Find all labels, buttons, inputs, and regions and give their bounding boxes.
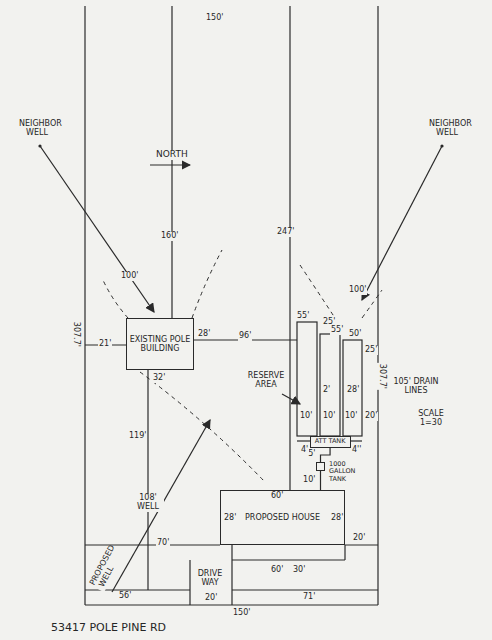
dimension-label: 53417 POLE PINE RD (50, 622, 167, 634)
dimension-label: 25' (364, 346, 378, 355)
node-label: 1000 GALLON TANK (329, 461, 363, 483)
dimension-label: 105' DRAIN LINES (390, 378, 442, 396)
dimension-label: 4'' (351, 446, 363, 455)
dimension-label: SCALE 1=30 (412, 410, 450, 428)
pipe-line (321, 448, 331, 462)
dimension-label: 28' (346, 386, 360, 395)
pipe-line (320, 471, 321, 490)
dimension-label: NORTH (155, 150, 189, 160)
dimension-label: NEIGHBOR WELL (18, 120, 56, 138)
dimension-label: 108' WELL (132, 494, 164, 512)
dimension-label: 2' (322, 386, 331, 395)
dimension-label: 28' (330, 514, 344, 523)
dimension-label: 10' (299, 412, 313, 421)
dimension-label: 160' (160, 232, 179, 241)
building-box: EXISTING POLE BUILDING (126, 318, 194, 370)
edge-dimension: 10' (302, 476, 316, 485)
dimension-label: 21' (98, 340, 112, 349)
dimension-label: 20' (204, 594, 218, 603)
dimension-label: 307.7' (71, 321, 80, 348)
tank-square: 1000 GALLON TANK (316, 462, 325, 471)
dimension-label: 32' (152, 374, 166, 383)
dimension-label: 96' (238, 332, 252, 341)
dimension-label: 30' (292, 566, 306, 575)
tank-box: ATT TANK (310, 436, 351, 448)
dimension-label: 10' (322, 412, 336, 421)
dimension-label: 4' (300, 446, 309, 455)
dimension-label: 55' (296, 312, 310, 321)
dimension-label: 71' (302, 593, 316, 602)
dimension-label: 55' (330, 326, 344, 335)
dimension-label: 50' (348, 330, 362, 339)
dimension-label: 100' (348, 286, 367, 295)
dimension-label: 56' (118, 592, 132, 601)
node-label: EXISTING POLE BUILDING (127, 335, 193, 353)
node-label: PROPOSED HOUSE (243, 513, 322, 522)
dimension-label: NEIGHBOR WELL (428, 120, 466, 138)
dimension-label: 119' (128, 432, 147, 441)
dimension-label: RESERVE AREA (246, 372, 286, 390)
dimension-label: 150' (232, 609, 251, 618)
dimension-label: 20' (352, 534, 366, 543)
dimension-label: 247' (276, 228, 295, 237)
dimension-label: 307.7' (377, 363, 386, 390)
dimension-label: 70' (156, 539, 170, 548)
dimension-label: DRIVE WAY (194, 570, 226, 588)
node-label: ATT TANK (313, 438, 348, 445)
dimension-label: 150' (205, 14, 224, 23)
dimension-label: 20' (364, 412, 378, 421)
dimension-label: 100' (120, 272, 139, 281)
dimension-label: 28' (197, 330, 211, 339)
dimension-label: 60' (270, 492, 284, 501)
dimension-label: PROPOSED WELL (88, 557, 118, 592)
dimension-label: 10' (344, 412, 358, 421)
dimension-label: 60' (270, 566, 284, 575)
dimension-label: 28' (223, 514, 237, 523)
